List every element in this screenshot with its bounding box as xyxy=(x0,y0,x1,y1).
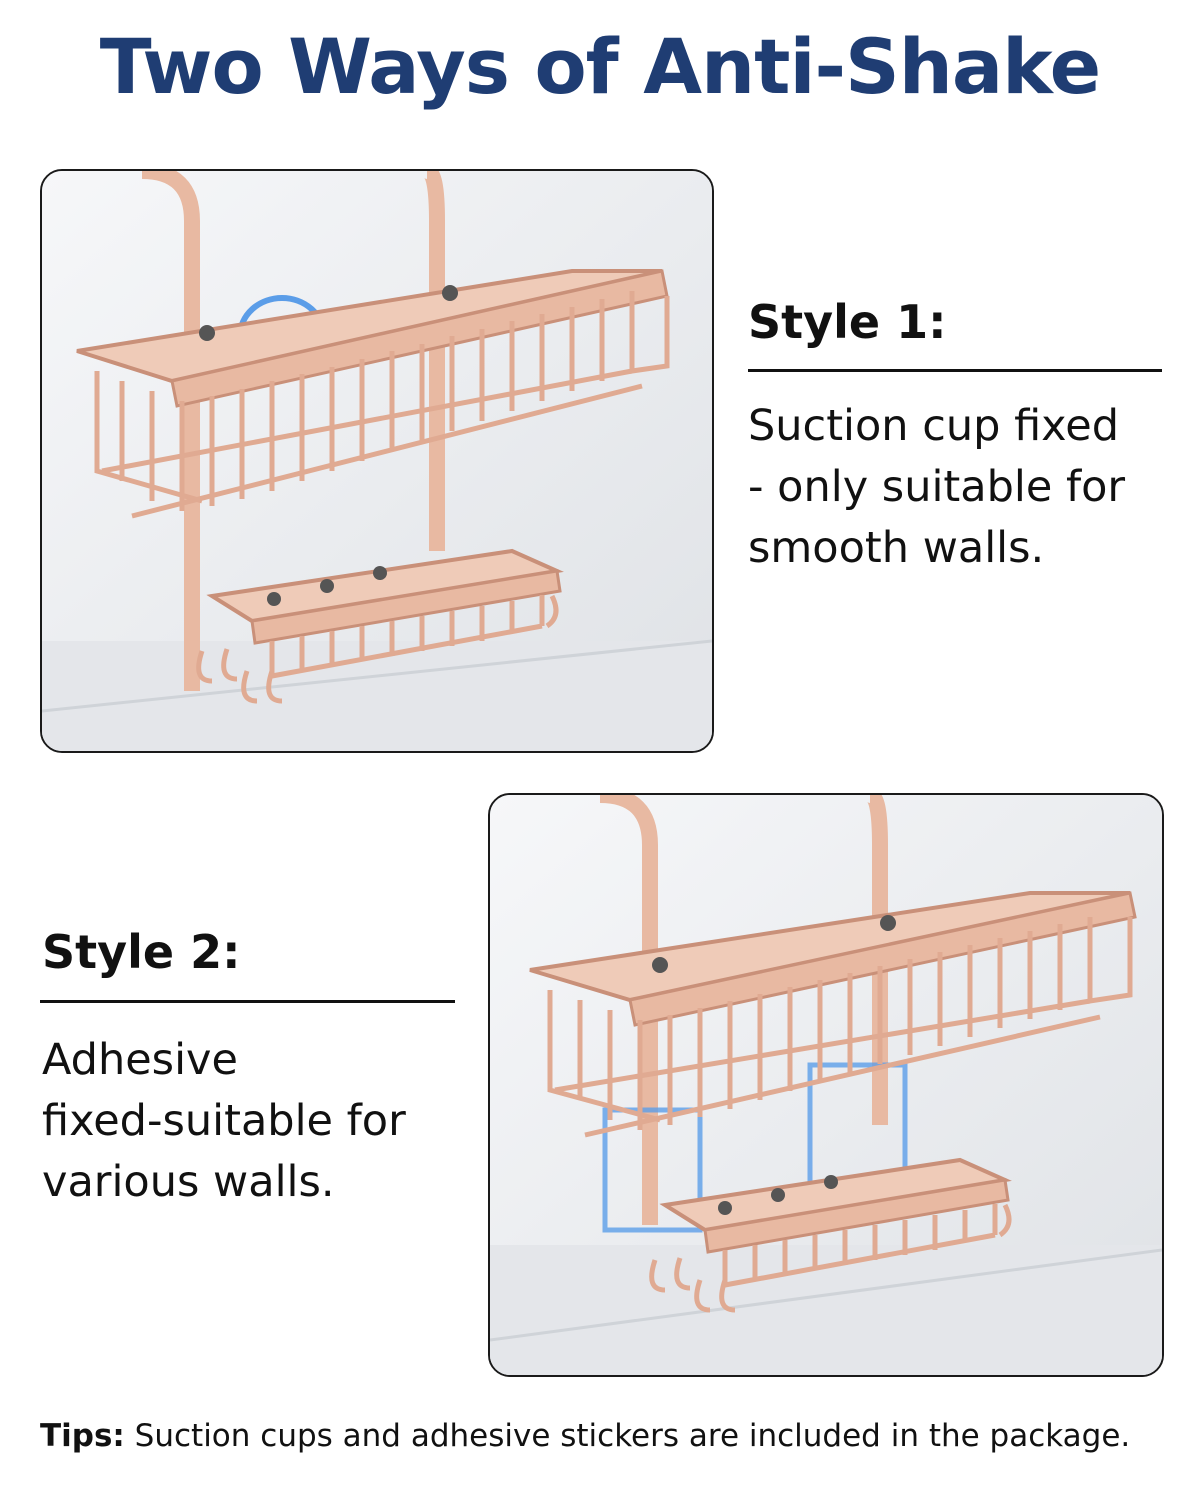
product-image-adhesive xyxy=(488,793,1164,1377)
style2-line-3: various walls. xyxy=(42,1157,335,1207)
tips-label: Tips: xyxy=(40,1418,125,1454)
style2-divider xyxy=(40,1000,455,1003)
style2-line-2: fixed-suitable for xyxy=(42,1096,406,1146)
shower-caddy-illustration-2 xyxy=(490,795,1162,1375)
product-image-suction-cup xyxy=(40,169,714,753)
tips-note: Tips: Suction cups and adhesive stickers… xyxy=(40,1418,1130,1454)
shower-caddy-illustration-1 xyxy=(42,171,712,751)
style2-line-1: Adhesive xyxy=(42,1035,238,1085)
tips-text: Suction cups and adhesive stickers are i… xyxy=(124,1418,1131,1454)
page-title: Two Ways of Anti-Shake xyxy=(99,22,1101,111)
style1-description: Suction cup fixed - only suitable for sm… xyxy=(748,396,1125,579)
style1-line-2: - only suitable for xyxy=(748,462,1126,512)
style2-heading: Style 2: xyxy=(42,925,241,979)
style1-line-3: smooth walls. xyxy=(748,523,1045,573)
style1-heading: Style 1: xyxy=(748,295,947,349)
style2-description: Adhesive fixed-suitable for various wall… xyxy=(42,1030,406,1213)
style1-divider xyxy=(748,369,1162,372)
style1-line-1: Suction cup fixed xyxy=(748,401,1120,451)
